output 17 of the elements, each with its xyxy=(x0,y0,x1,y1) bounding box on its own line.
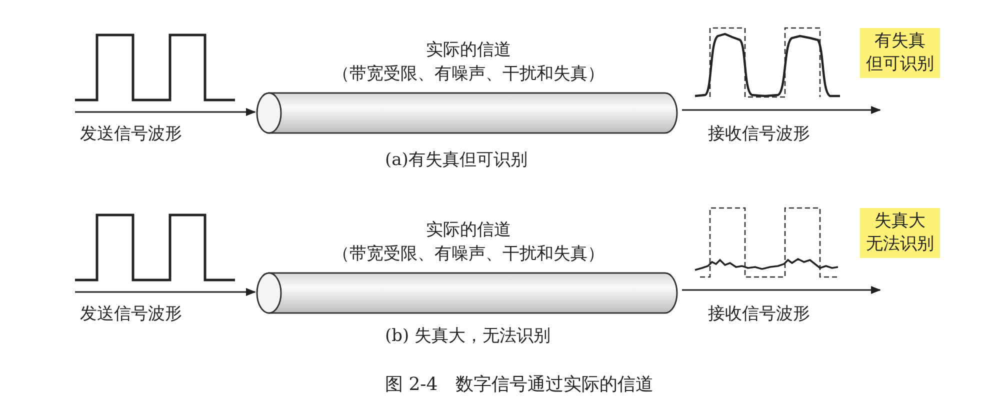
arrow xyxy=(682,106,881,114)
note: 失真大无法识别 xyxy=(860,208,940,258)
arrow xyxy=(75,288,256,296)
note: 有失真但可识别 xyxy=(860,28,940,78)
arrow xyxy=(75,108,256,116)
waveform-label: 接收信号波形 xyxy=(708,123,810,145)
waveform-label: 发送信号波形 xyxy=(80,303,182,325)
channel-note: （带宽受限、有噪声、干扰和失真） xyxy=(332,63,606,85)
waveform-label: 发送信号波形 xyxy=(80,123,182,145)
arrow xyxy=(682,286,881,294)
subfigure-caption: (b) 失真大，无法识别 xyxy=(385,325,551,347)
channel-note: （带宽受限、有噪声、干扰和失真） xyxy=(332,243,606,265)
channel-title: 实际的信道 xyxy=(425,219,512,241)
subfigure-caption: (a)有失真但可识别 xyxy=(385,149,528,171)
waveform-label: 接收信号波形 xyxy=(708,303,810,325)
figure-caption: 图 2-4 数字信号通过实际的信道 xyxy=(385,373,654,396)
channel-title: 实际的信道 xyxy=(425,39,512,61)
